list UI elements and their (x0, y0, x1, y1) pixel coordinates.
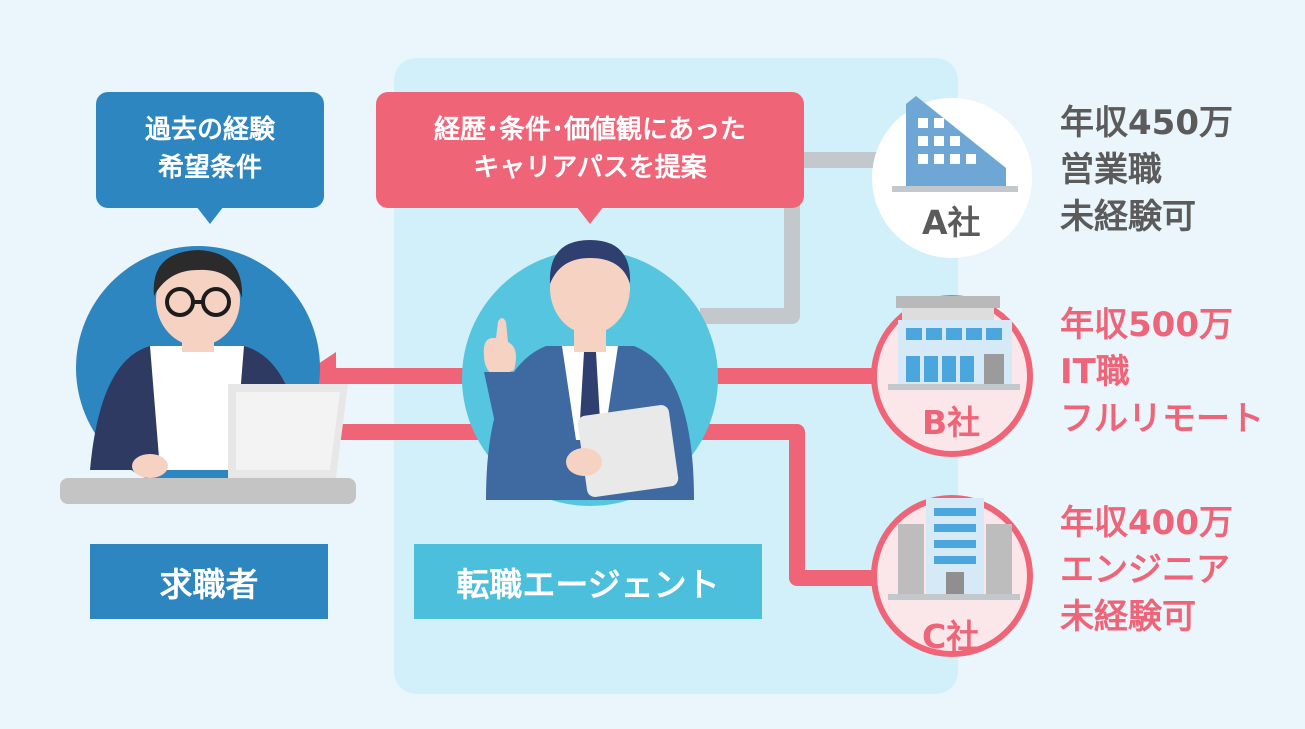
agent-illustration (462, 240, 718, 506)
company-b-badge (871, 295, 1033, 457)
company-c-condition: 未経験可 (1060, 597, 1196, 637)
company-a-name: A社 (922, 203, 981, 242)
connector-c (700, 424, 880, 586)
seeker-label: 求職者 (90, 544, 328, 619)
seeker-illustration (60, 246, 356, 504)
connector-a (700, 152, 880, 324)
company-b-info: 年収500万 IT職 フルリモート (1060, 302, 1264, 443)
company-c-badge (871, 495, 1033, 657)
company-b-name: B社 (922, 403, 981, 442)
company-a-job: 営業職 (1060, 150, 1162, 190)
agent-speech-bubble: 経歴･条件･価値観にあった キャリアパスを提案 (376, 92, 804, 208)
agent-bubble-line-1: 経歴･条件･価値観にあった (433, 115, 746, 146)
agent-bubble-line-2: キャリアパスを提案 (473, 153, 707, 183)
bubble-tail-agent (576, 206, 604, 224)
company-a-info: 年収450万 営業職 未経験可 (1060, 100, 1233, 241)
seeker-bubble-line-2: 希望条件 (157, 153, 262, 183)
company-b-salary: 年収500万 (1060, 305, 1233, 345)
company-a-salary: 年収450万 (1060, 103, 1233, 143)
company-c-info: 年収400万 エンジニア 未経験可 (1060, 500, 1233, 641)
agent-label: 転職エージェント (414, 544, 762, 619)
company-c-job: エンジニア (1060, 550, 1230, 590)
company-c-name: C社 (922, 617, 980, 656)
company-b-job: IT職 (1060, 352, 1130, 392)
company-a-condition: 未経験可 (1060, 197, 1196, 237)
seeker-speech-bubble: 過去の経験 希望条件 (96, 92, 324, 208)
company-a-badge (872, 96, 1032, 258)
bubble-tail-seeker (196, 206, 224, 224)
company-b-condition: フルリモート (1060, 399, 1264, 439)
seeker-bubble-line-1: 過去の経験 (144, 115, 275, 146)
company-c-salary: 年収400万 (1060, 503, 1233, 543)
